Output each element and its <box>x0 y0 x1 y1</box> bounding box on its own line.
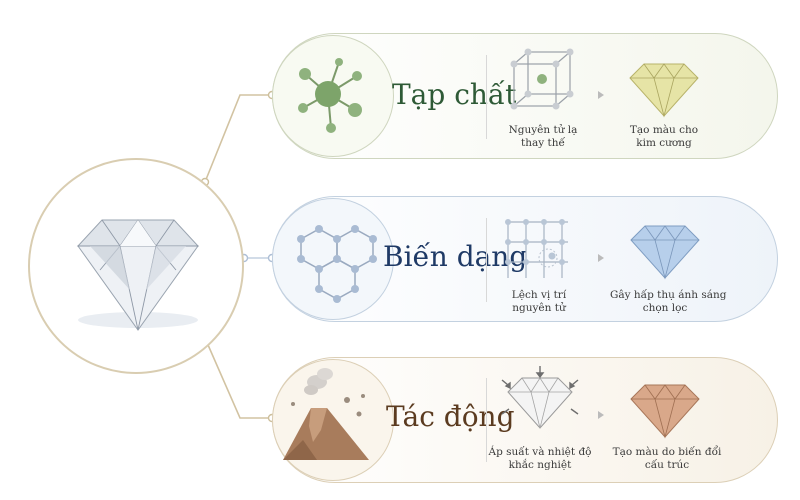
molecule-icon <box>298 58 362 133</box>
substituted-lattice-icon <box>510 48 574 110</box>
blue-diamond-icon <box>630 225 700 280</box>
caption-line: Gây hấp thụ ánh sáng <box>610 289 727 301</box>
row-deformation-title: Biến dạng <box>383 240 528 273</box>
caption-line: Tạo màu cho <box>629 124 699 136</box>
main-diamond-circle <box>28 158 244 374</box>
caption-line: cấu trúc <box>644 459 690 471</box>
row-deformation-caption-right: Gây hấp thụ ánh sáng chọn lọc <box>610 289 727 315</box>
yellow-diamond-icon <box>629 63 699 118</box>
row-impurity-caption-right: Tạo màu cho kim cương <box>619 124 709 150</box>
row-impurity-separator <box>486 55 487 139</box>
volcano-icon <box>283 368 369 460</box>
row-impurity-title: Tạp chất <box>392 78 517 111</box>
caption-line: Nguyên tử lạ <box>508 124 578 136</box>
caption-line: kim cương <box>636 137 692 149</box>
row-impact-caption-left: Áp suất và nhiệt độ khắc nghiệt <box>482 446 598 472</box>
caption-line: Tạo màu do biến đổi <box>612 446 722 458</box>
row-impact-title: Tác động <box>386 400 515 433</box>
caption-line: thay thế <box>521 137 565 149</box>
lattice-icon <box>297 225 377 303</box>
row-impurity-arrow-icon <box>598 91 604 99</box>
clear-diamond-icon <box>76 219 200 331</box>
caption-line: chọn lọc <box>642 302 688 314</box>
caption-line: Áp suất và nhiệt độ <box>488 446 592 458</box>
caption-line: khắc nghiệt <box>508 459 572 471</box>
row-impact-icon-circle <box>272 359 394 481</box>
row-impurity-caption-left: Nguyên tử lạ thay thế <box>498 124 588 150</box>
row-deformation-arrow-icon <box>598 254 604 262</box>
row-impact-separator <box>486 378 487 462</box>
row-deformation-icon-circle <box>272 198 394 320</box>
row-deformation-caption-left: Lệch vị trí nguyên tử <box>494 289 584 315</box>
row-impurity-icon-circle <box>272 35 394 157</box>
caption-line: Lệch vị trí <box>511 289 567 301</box>
row-impact-caption-right: Tạo màu do biến đổi cấu trúc <box>612 446 722 472</box>
dislocated-lattice-icon <box>505 219 568 278</box>
row-deformation-separator <box>486 218 487 302</box>
brown-diamond-icon <box>630 384 700 439</box>
caption-line: nguyên tử <box>512 302 566 314</box>
pressure-diamond-icon <box>501 366 579 429</box>
row-impact-arrow-icon <box>598 411 604 419</box>
